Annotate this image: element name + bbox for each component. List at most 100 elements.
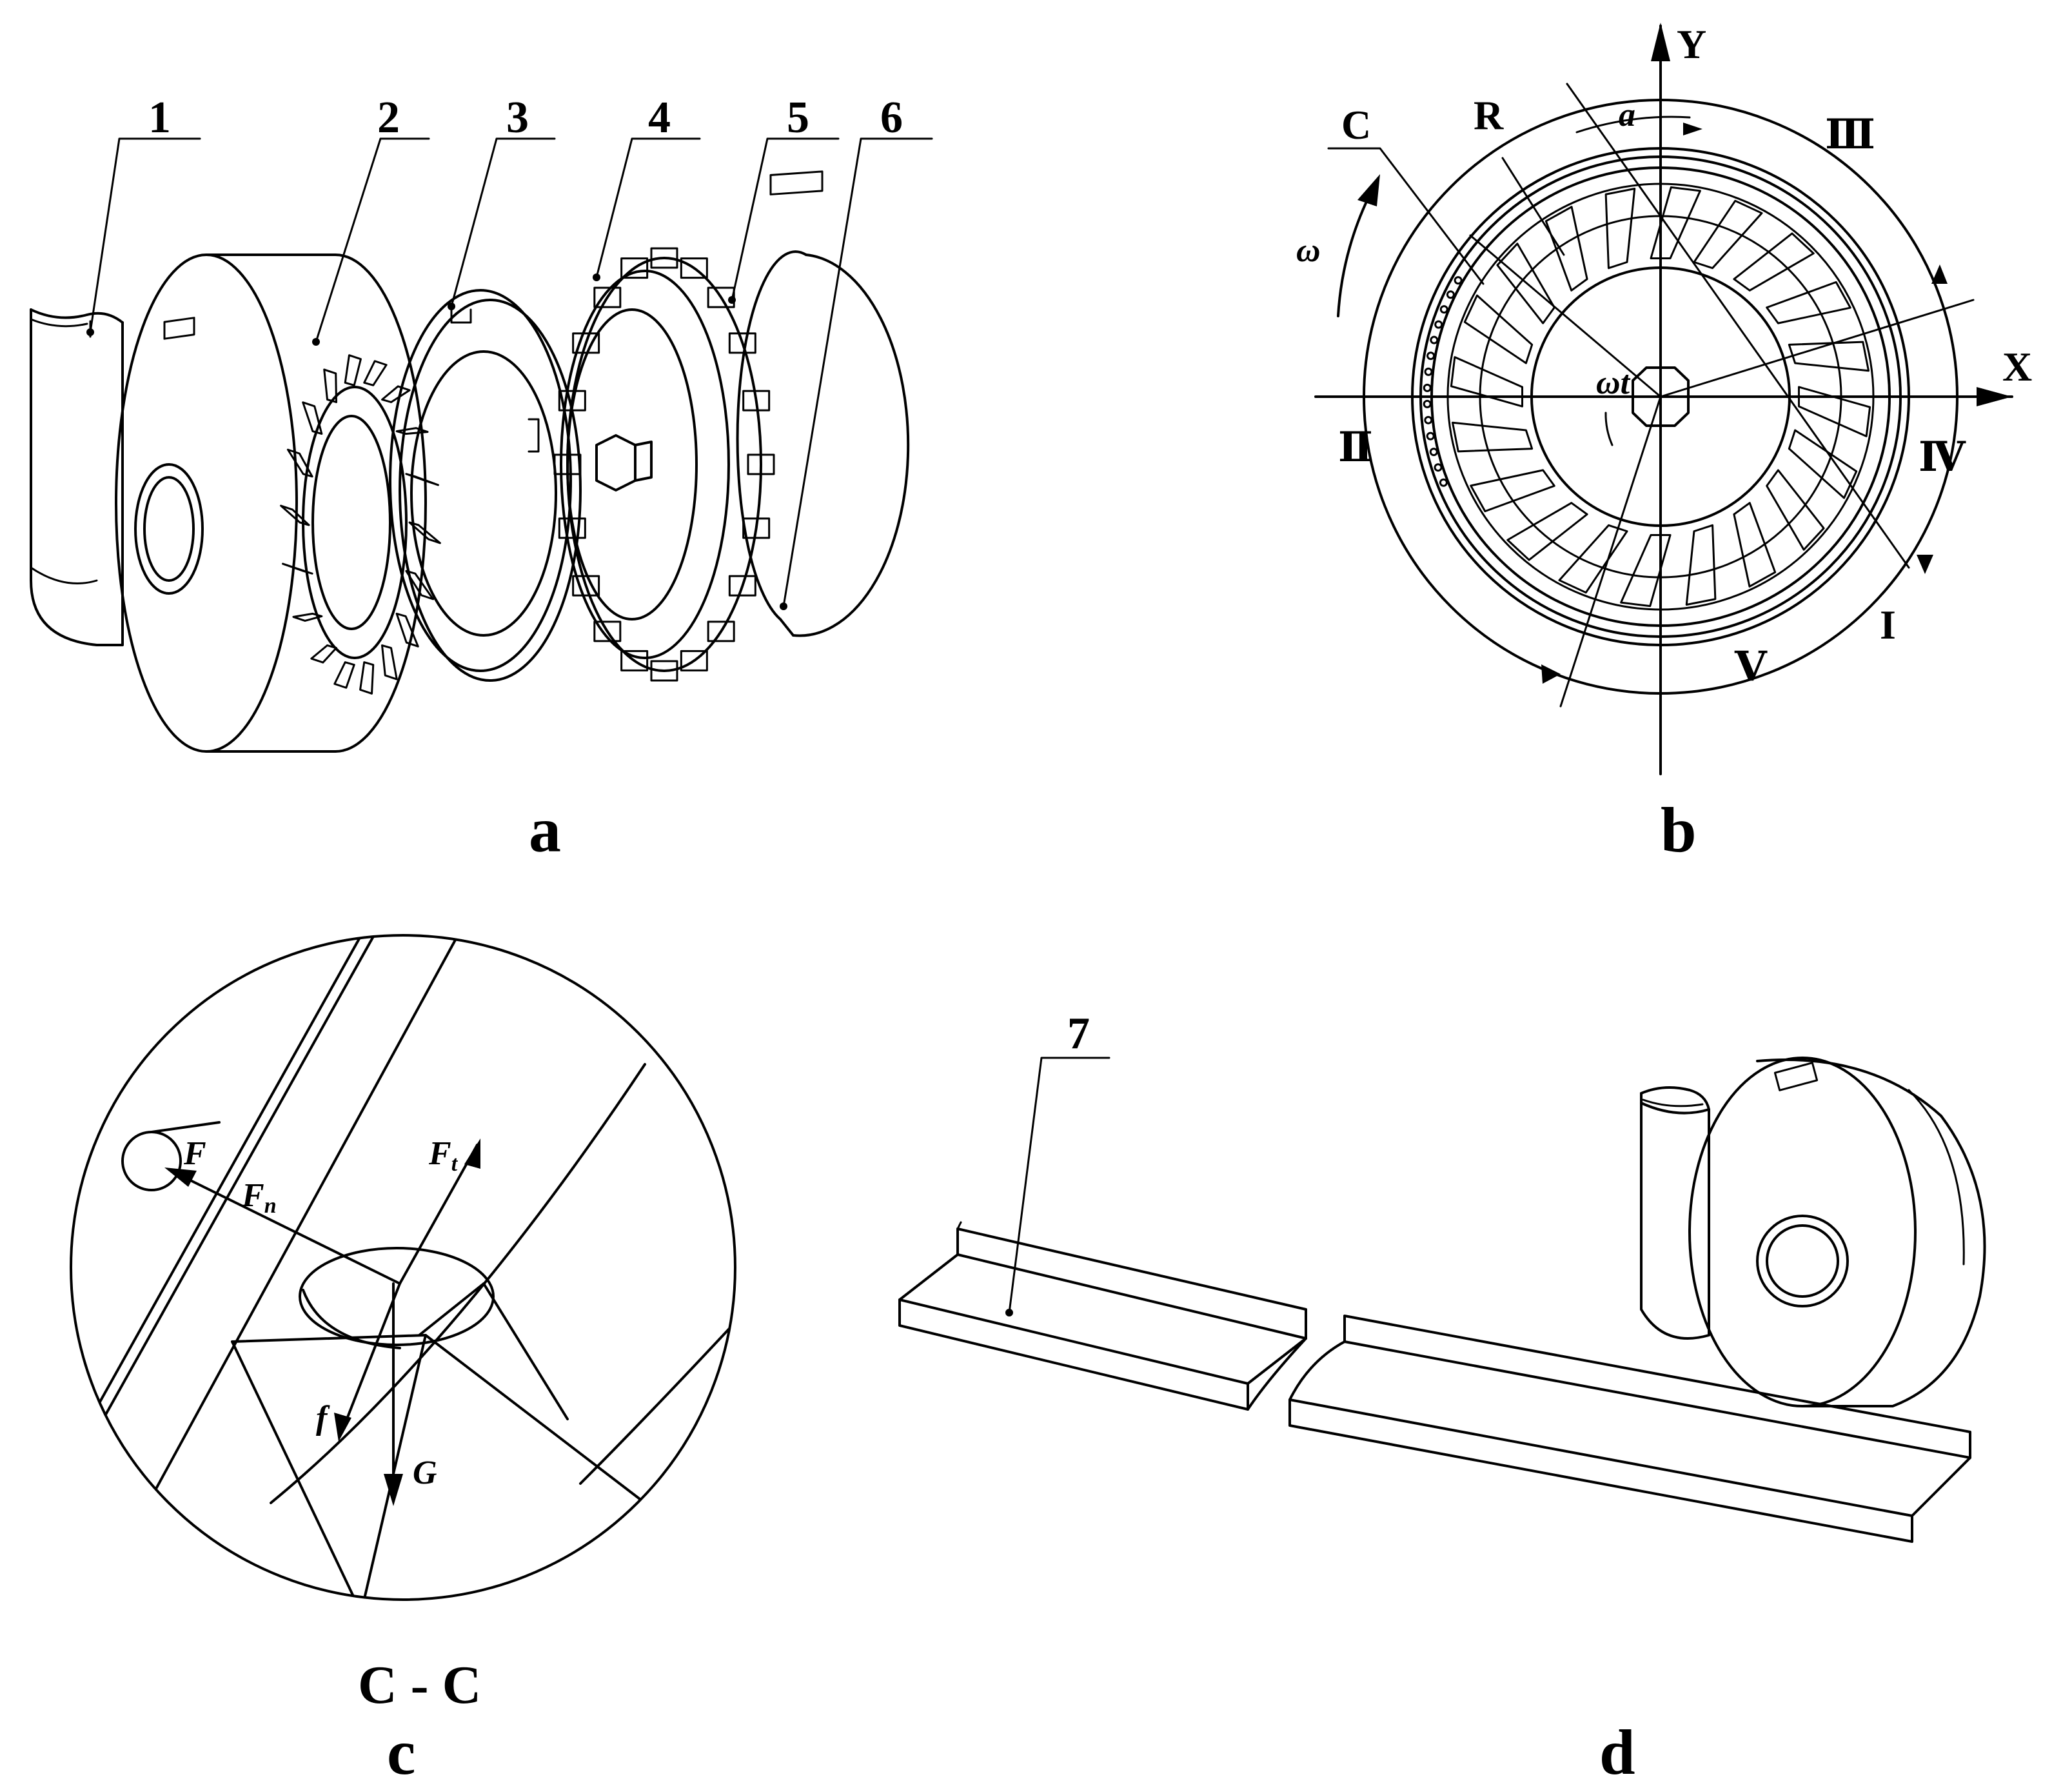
blade xyxy=(1650,186,1701,260)
disk-tooth xyxy=(282,562,313,575)
blade xyxy=(1766,469,1825,551)
hole xyxy=(1454,276,1463,285)
zone-iv: Ⅳ xyxy=(1919,434,1966,480)
part-3-ring-plate xyxy=(389,289,582,682)
blade xyxy=(1558,524,1628,594)
disk-tooth xyxy=(408,521,441,544)
caption-c: c xyxy=(387,1716,415,1788)
rotor-blade xyxy=(747,453,775,475)
rotor-blade xyxy=(728,575,756,597)
label-omega: ω xyxy=(1296,232,1321,269)
callout-1: 1 xyxy=(148,93,171,143)
disk-tooth xyxy=(359,661,375,695)
part-5-6-cover xyxy=(736,170,910,637)
rotor-blade xyxy=(558,390,586,412)
zone-ii: Ⅱ xyxy=(1338,424,1373,470)
rotor-blade xyxy=(620,257,649,279)
rotor-blade xyxy=(572,332,600,354)
blade xyxy=(1788,341,1870,372)
detail-circle xyxy=(70,934,736,1601)
force-f-label: F xyxy=(183,1135,206,1172)
zone-i: I xyxy=(1880,602,1896,648)
hole xyxy=(1423,383,1432,392)
panel-b-section-view: Y X C R a ω ωt Ⅲ Ⅱ Ⅳ I Ⅴ b xyxy=(1296,21,2032,866)
zone-v: Ⅴ xyxy=(1734,644,1768,690)
force-ft-label: Ft xyxy=(428,1135,459,1176)
rotor-blade xyxy=(593,621,622,642)
rotor-blade xyxy=(707,621,735,642)
disk-tooth xyxy=(310,644,337,664)
panel-d-assembly-view: 7 d xyxy=(898,1009,1986,1788)
hole xyxy=(1426,352,1436,361)
hole xyxy=(1429,448,1438,457)
disk-tooth xyxy=(344,354,362,386)
blade xyxy=(1470,469,1555,513)
blade xyxy=(1766,281,1851,324)
blade xyxy=(1733,502,1777,588)
blade xyxy=(1797,386,1871,437)
rotor-blade xyxy=(593,286,622,308)
rotor-blade xyxy=(742,390,771,412)
caption-d: d xyxy=(1599,1716,1635,1788)
hole xyxy=(1439,305,1448,314)
disk-tooth xyxy=(333,661,355,689)
blade xyxy=(1544,206,1588,292)
disk-tooth xyxy=(363,360,388,386)
disk-tooth xyxy=(381,385,411,403)
callout-2: 2 xyxy=(377,93,400,143)
axis-y-label: Y xyxy=(1677,21,1706,67)
rotor-blade xyxy=(650,247,678,269)
panel-a-exploded-view: 1 2 3 4 5 6 a xyxy=(30,93,933,866)
blade xyxy=(1463,294,1534,364)
housing-on-rail xyxy=(1640,1057,1986,1407)
disk-tooth xyxy=(405,570,435,601)
blade xyxy=(1452,421,1534,453)
hole xyxy=(1423,399,1432,408)
blade xyxy=(1733,232,1815,292)
caption-b: b xyxy=(1661,794,1697,866)
blade xyxy=(1788,429,1858,499)
force-small-f-label: f xyxy=(316,1400,330,1436)
label-c: C xyxy=(1341,102,1371,148)
rotor-blade xyxy=(680,257,708,279)
zone-iii: Ⅲ xyxy=(1825,112,1875,157)
panel-c-detail-view: F Fn Ft f G C - C c xyxy=(70,934,736,1788)
rotor-blade xyxy=(558,517,586,539)
callout-5: 5 xyxy=(787,93,809,143)
rotor-blade xyxy=(572,575,600,597)
disk-tooth xyxy=(280,504,310,526)
blade xyxy=(1506,502,1588,561)
rotor-blade xyxy=(680,650,708,671)
force-fn-label: Fn xyxy=(241,1177,277,1218)
disk-tooth xyxy=(302,401,323,435)
callout-6: 6 xyxy=(880,93,903,143)
trough-left xyxy=(898,1221,1307,1411)
blade xyxy=(1450,356,1524,408)
blade xyxy=(1685,524,1717,606)
hole xyxy=(1446,290,1455,299)
rotor-blade xyxy=(620,650,649,671)
axis-x-label: X xyxy=(2002,344,2032,390)
disk-tooth xyxy=(323,368,337,403)
force-g-label: G xyxy=(413,1455,437,1491)
part-2-toothed-disk xyxy=(280,354,441,695)
blade xyxy=(1604,188,1636,270)
rotor-blade xyxy=(553,453,582,475)
label-r: R xyxy=(1474,92,1504,138)
hole xyxy=(1426,432,1435,441)
hole xyxy=(1434,463,1443,472)
caption-a: a xyxy=(529,794,561,866)
callout-3: 3 xyxy=(506,93,529,143)
blade xyxy=(1496,243,1555,324)
part-1-housing xyxy=(30,253,427,753)
disk-tooth xyxy=(292,612,323,622)
callout-7: 7 xyxy=(1067,1009,1090,1058)
section-label: C - C xyxy=(358,1655,481,1715)
blade xyxy=(1693,199,1763,270)
disk-tooth xyxy=(381,644,398,680)
hole xyxy=(1424,367,1433,376)
disk-tooth xyxy=(395,427,429,435)
disk-tooth xyxy=(395,612,419,648)
label-omega-t: ωt xyxy=(1596,364,1631,401)
